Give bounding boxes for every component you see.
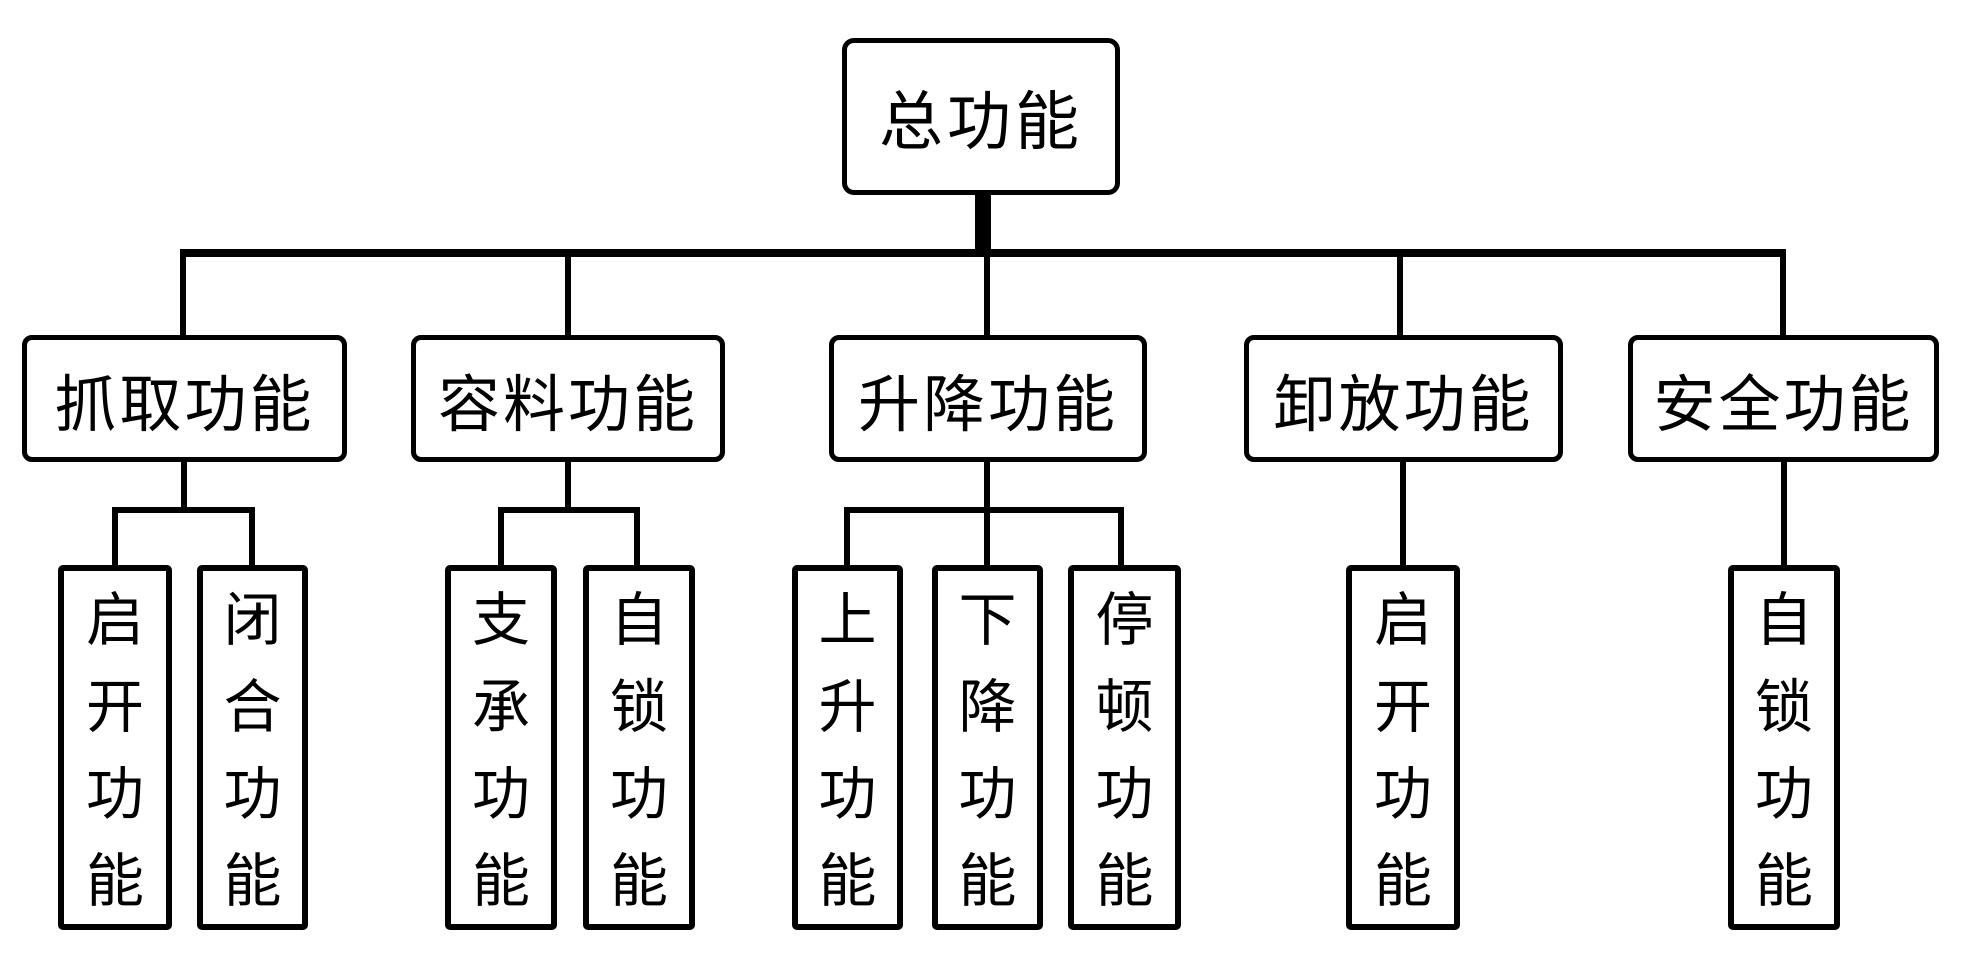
node-lift-function: 升降功能 <box>829 335 1147 462</box>
connector-drop-safety <box>1780 253 1786 335</box>
connector-drop-contain <box>565 257 571 335</box>
connector-contain-stub <box>565 462 571 510</box>
connector-contain-drop-2 <box>634 507 640 565</box>
node-unload-function: 卸放功能 <box>1244 335 1563 462</box>
node-selflock-function-contain: 自锁功能 <box>583 565 695 930</box>
node-safety-function: 安全功能 <box>1628 335 1939 462</box>
connector-lift-drop-1 <box>844 507 850 565</box>
node-open-function-grab: 启开功能 <box>58 565 172 930</box>
node-rise-function: 上升功能 <box>792 565 903 930</box>
node-grab-function: 抓取功能 <box>22 335 347 462</box>
connector-lift-stub <box>984 462 990 510</box>
connector-drop-unload <box>1397 257 1403 335</box>
node-close-function: 闭合功能 <box>197 565 308 930</box>
node-descend-function: 下降功能 <box>932 565 1043 930</box>
node-total-function: 总功能 <box>842 38 1120 195</box>
connector-lift-drop-3 <box>1118 507 1124 565</box>
node-contain-function: 容料功能 <box>411 335 725 462</box>
connector-drop-lift <box>984 257 990 335</box>
connector-grab-drop-2 <box>249 507 255 565</box>
node-open-function-unload: 启开功能 <box>1346 565 1460 930</box>
connector-grab-stub <box>181 462 187 510</box>
node-selflock-function-safety: 自锁功能 <box>1728 565 1840 930</box>
connector-contain-hline <box>498 507 640 513</box>
connector-contain-drop-1 <box>498 507 504 565</box>
connector-drop-grab <box>180 253 186 335</box>
connector-safety-drop <box>1781 462 1787 565</box>
connector-bus <box>180 249 1786 257</box>
connector-grab-hline <box>112 507 255 513</box>
connector-root-stub <box>975 195 991 256</box>
node-pause-function: 停顿功能 <box>1068 565 1181 930</box>
node-support-function: 支承功能 <box>445 565 557 930</box>
connector-grab-drop-1 <box>112 507 118 565</box>
connector-lift-drop-2 <box>984 507 990 565</box>
connector-unload-drop <box>1400 462 1406 565</box>
